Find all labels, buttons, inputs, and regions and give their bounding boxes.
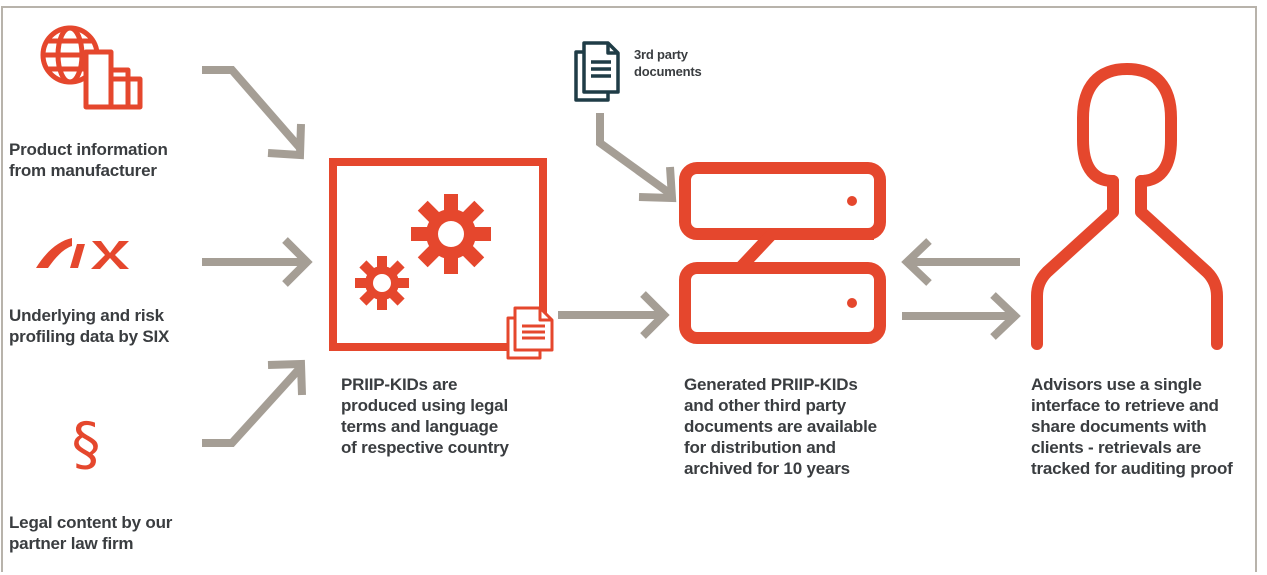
label-product-info: Product information from manufacturer: [9, 139, 168, 181]
documents-icon: [574, 41, 620, 102]
label-line: 3rd party: [634, 47, 688, 62]
label-line: terms and language: [341, 417, 498, 436]
label-line: clients - retrievals are: [1031, 438, 1202, 457]
label-line: from manufacturer: [9, 161, 157, 180]
arrows: [202, 66, 1021, 447]
label-legal: Legal content by our partner law firm: [9, 512, 172, 554]
label-line: PRIIP-KIDs are: [341, 375, 458, 394]
label-six-data: Underlying and risk profiling data by SI…: [9, 305, 169, 347]
label-line: share documents with: [1031, 417, 1207, 436]
label-line: Advisors use a single: [1031, 375, 1202, 394]
diagram-frame: [1, 6, 1257, 572]
arrow-product-to-kids: [202, 66, 305, 160]
label-line: Legal content by our: [9, 513, 173, 532]
label-line: and other third party: [684, 396, 847, 415]
label-line: tracked for auditing proof: [1031, 459, 1233, 478]
paragraph-icon: §: [72, 410, 101, 478]
arrow-server-to-advisor: [902, 292, 1021, 340]
label-kids-produced: PRIIP-KIDs are produced using legal term…: [341, 374, 509, 458]
label-line: produced using legal: [341, 396, 508, 415]
arrow-thirdparty-to-server: [596, 113, 677, 203]
output-document-icon: [506, 306, 554, 360]
arrow-legal-to-kids: [202, 359, 306, 447]
gears-icon: [329, 158, 547, 351]
label-line: documents are available: [684, 417, 877, 436]
label-line: Product information: [9, 140, 168, 159]
label-line: for distribution and: [684, 438, 836, 457]
label-line: Underlying and risk: [9, 306, 164, 325]
label-line: archived for 10 years: [684, 459, 850, 478]
arrow-advisor-to-server: [901, 238, 1020, 286]
label-line: profiling data by SIX: [9, 327, 170, 346]
globe-factory-icon: [40, 25, 143, 110]
label-line: partner law firm: [9, 534, 134, 553]
label-third-party: 3rd party documents: [634, 46, 702, 80]
label-generated: Generated PRIIP-KIDs and other third par…: [684, 374, 877, 479]
six-logo: [36, 238, 129, 269]
label-advisors: Advisors use a single interface to retri…: [1031, 374, 1233, 479]
label-line: Generated PRIIP-KIDs: [684, 375, 858, 394]
label-line: documents: [634, 64, 702, 79]
label-line: of respective country: [341, 438, 509, 457]
arrow-kids-to-server: [558, 291, 670, 339]
server-icon: [679, 162, 886, 344]
user-icon: [1031, 63, 1223, 350]
arrow-six-to-kids: [202, 237, 313, 287]
label-line: interface to retrieve and: [1031, 396, 1219, 415]
